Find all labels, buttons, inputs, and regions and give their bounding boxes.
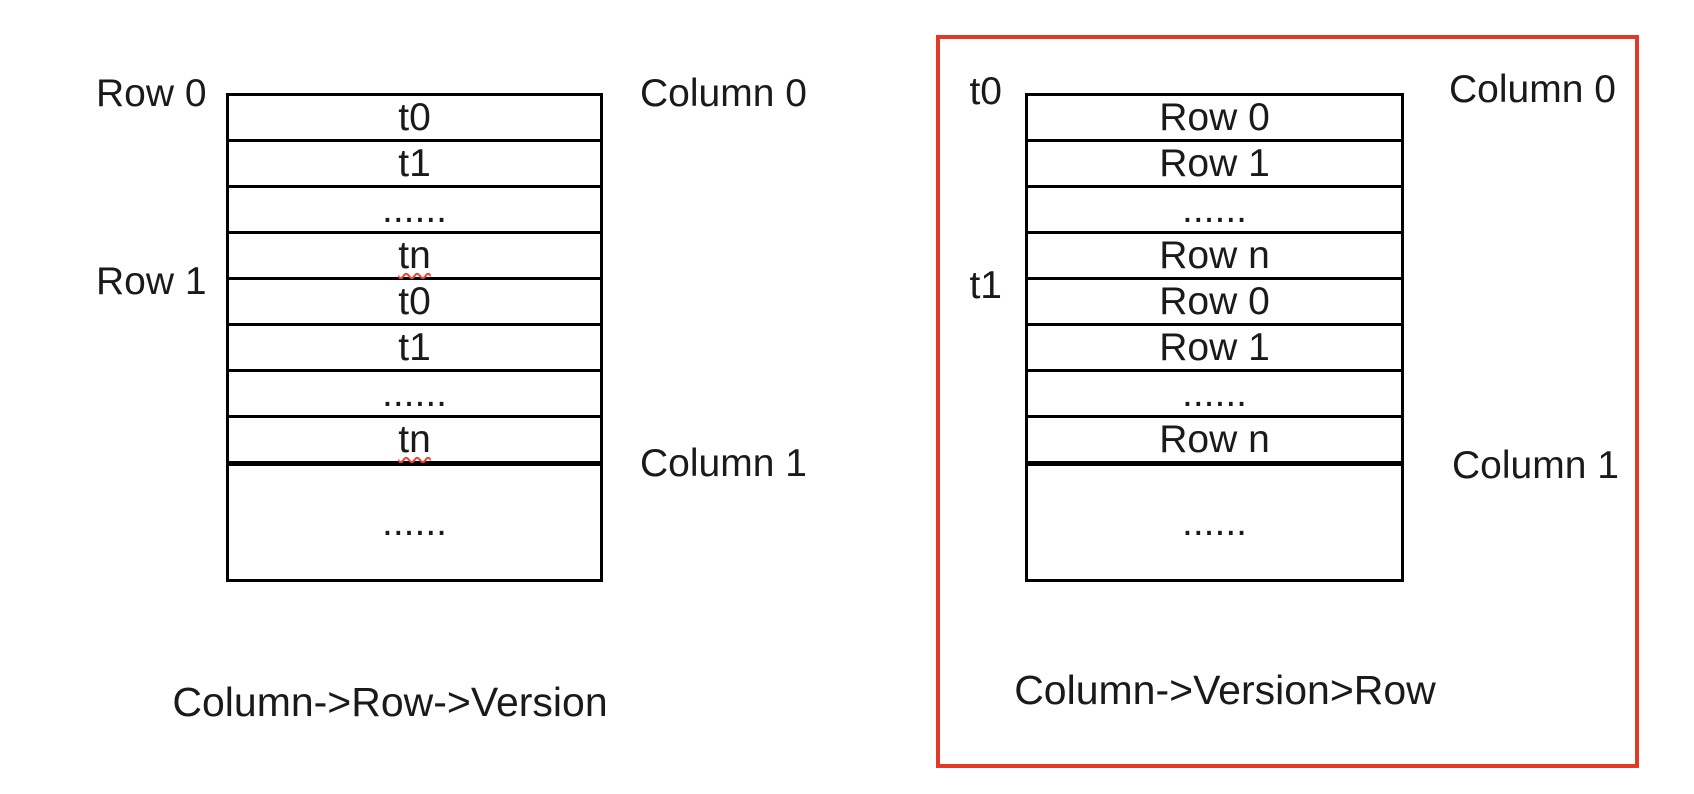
cell-text: ......: [1181, 371, 1247, 415]
table-row: Row n: [1028, 418, 1401, 466]
table-row: Row 0: [1028, 280, 1401, 326]
cell-text: Row n: [1159, 233, 1270, 277]
cell-text: Row 0: [1159, 95, 1270, 139]
table-row: ......: [229, 188, 600, 234]
table-row: ......: [229, 372, 600, 418]
table-row-tall: ......: [229, 466, 600, 579]
cell-text: Row 1: [1159, 325, 1270, 369]
table-row: ......: [1028, 372, 1401, 418]
table-row: t0: [229, 280, 600, 326]
table-row: ......: [1028, 188, 1401, 234]
table-row: tn: [229, 234, 600, 280]
left-caption: Column->Row->Version: [172, 679, 608, 725]
left-label-row1: Row 1: [96, 260, 207, 303]
cell-text: Row n: [1159, 417, 1270, 461]
right-caption: Column->Version>Row: [1014, 667, 1436, 713]
table-row: t1: [229, 142, 600, 188]
right-label-column0: Column 0: [1449, 68, 1616, 111]
cell-text: t1: [398, 325, 431, 369]
cell-text: ......: [381, 187, 447, 231]
cell-text: t0: [398, 95, 431, 139]
left-label-row0: Row 0: [96, 72, 207, 115]
left-label-column0: Column 0: [640, 72, 807, 115]
table-row: Row 0: [1028, 96, 1401, 142]
cell-text: ......: [381, 500, 447, 544]
table-row: Row 1: [1028, 142, 1401, 188]
cell-text: Row 1: [1159, 141, 1270, 185]
left-label-column1: Column 1: [640, 442, 807, 485]
table-row: t1: [229, 326, 600, 372]
table-row: tn: [229, 418, 600, 466]
table-row: Row 1: [1028, 326, 1401, 372]
left-version-table: t0 t1 ...... tn t0 t1 ...... tn ......: [226, 93, 603, 582]
right-label-t1: t1: [969, 264, 1002, 307]
cell-text: ......: [1181, 500, 1247, 544]
cell-text: ......: [381, 371, 447, 415]
right-version-table: Row 0 Row 1 ...... Row n Row 0 Row 1 ...…: [1025, 93, 1404, 582]
red-highlight-box: [936, 35, 1639, 768]
table-row: t0: [229, 96, 600, 142]
right-label-column1: Column 1: [1452, 444, 1619, 487]
right-label-t0: t0: [969, 70, 1002, 113]
cell-text: ......: [1181, 187, 1247, 231]
table-row-tall: ......: [1028, 466, 1401, 579]
table-row: Row n: [1028, 234, 1401, 280]
cell-text-misspell: tn: [398, 233, 431, 277]
cell-text: t0: [398, 279, 431, 323]
cell-text-misspell: tn: [398, 417, 431, 461]
cell-text: Row 0: [1159, 279, 1270, 323]
cell-text: t1: [398, 141, 431, 185]
